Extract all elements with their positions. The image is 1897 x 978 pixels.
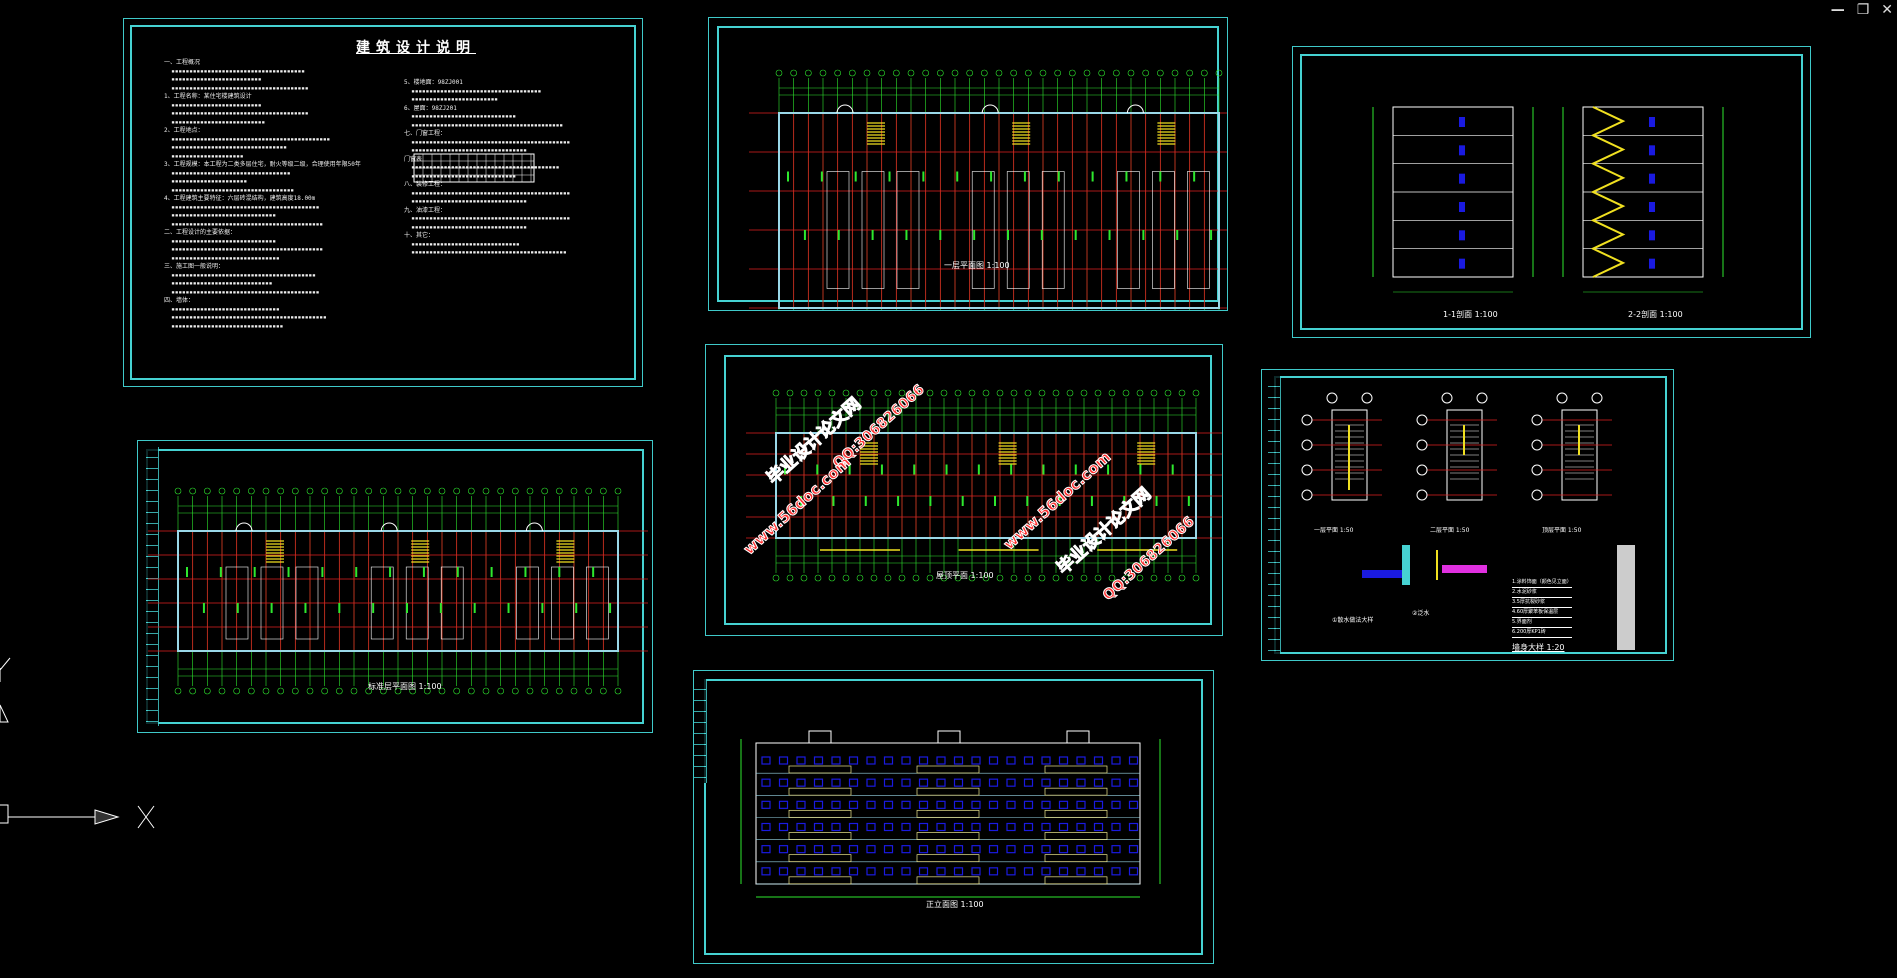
sheet-front-elevation[interactable]: 正立面图 1:100 — [693, 670, 1214, 964]
roof-plan-drawing — [746, 389, 1222, 582]
sheet-roof-plan[interactable]: 屋顶平面 1:100 — [705, 344, 1223, 636]
stair-label-2: 二层平面 1:50 — [1430, 527, 1470, 534]
minimize-button[interactable]: — — [1830, 2, 1845, 18]
wall-layer-item: 6.200厚KP1砖 — [1512, 628, 1572, 638]
ucs-icon — [0, 657, 155, 829]
sheet-standard-floor-plan[interactable]: 标准层平面图 1:100 — [137, 440, 653, 733]
wall-layer-item: 2.水泥砂浆 — [1512, 588, 1572, 598]
wall-layer-item: 4.60厚聚苯板保温层 — [1512, 608, 1572, 618]
sheet-ground-floor-plan[interactable]: 一层平面图 1:100 — [708, 17, 1228, 311]
wall-layer-item: 3.5厚抗裂砂浆 — [1512, 598, 1572, 608]
detail-label-1: ①散水做法大样 — [1332, 617, 1374, 624]
notes-left-column: 一、工程概况 ▪▪▪▪▪▪▪▪▪▪▪▪▪▪▪▪▪▪▪▪▪▪▪▪▪▪▪▪▪▪▪▪▪… — [164, 59, 361, 330]
roof-scale-label: 屋顶平面 1:100 — [936, 571, 994, 580]
stair-detail-drawings — [1301, 392, 1635, 650]
notes-right-column: 5、楼地面：98ZJ001 ▪▪▪▪▪▪▪▪▪▪▪▪▪▪▪▪▪▪▪▪▪▪▪▪▪▪… — [404, 79, 571, 256]
wall-layer-item: 5.界面剂 — [1512, 618, 1572, 628]
window-controls: — ❐ ✕ — [1831, 2, 1893, 18]
floor-plan-drawing — [749, 69, 1227, 310]
sheet-stair-details[interactable]: 一层平面 1:50 二层平面 1:50 顶层平面 1:50 ①散水做法大样 ②泛… — [1261, 369, 1674, 661]
door-window-table — [413, 153, 535, 183]
elevation-drawing — [740, 730, 1161, 898]
plan-scale-label: 一层平面图 1:100 — [944, 261, 1010, 270]
floor-plan-drawing — [148, 487, 648, 695]
section-drawing-1 — [1372, 106, 1534, 293]
plan-scale-label: 标准层平面图 1:100 — [368, 682, 442, 691]
notes-title: 建筑设计说明 — [356, 40, 476, 56]
section-label-2: 2-2剖面 1:100 — [1628, 310, 1683, 319]
section-label-1: 1-1剖面 1:100 — [1443, 310, 1498, 319]
elevation-scale-label: 正立面图 1:100 — [926, 900, 984, 909]
stair-label-1: 一层平面 1:50 — [1314, 527, 1354, 534]
section-drawing-2 — [1562, 106, 1724, 293]
stair-label-3: 顶层平面 1:50 — [1542, 527, 1582, 534]
restore-button[interactable]: ❐ — [1856, 2, 1870, 18]
detail-label-2: ②泛水 — [1412, 610, 1430, 617]
close-button[interactable]: ✕ — [1881, 2, 1893, 18]
wall-detail-title: 墙身大样 1:20 — [1512, 643, 1565, 652]
sheet-sections[interactable]: 1-1剖面 1:100 2-2剖面 1:100 — [1292, 46, 1811, 338]
sheet-design-notes[interactable]: 建筑设计说明 一、工程概况 ▪▪▪▪▪▪▪▪▪▪▪▪▪▪▪▪▪▪▪▪▪▪▪▪▪▪… — [123, 18, 643, 387]
wall-layer-item: 1.涂料饰面（颜色见立面） — [1512, 578, 1572, 588]
